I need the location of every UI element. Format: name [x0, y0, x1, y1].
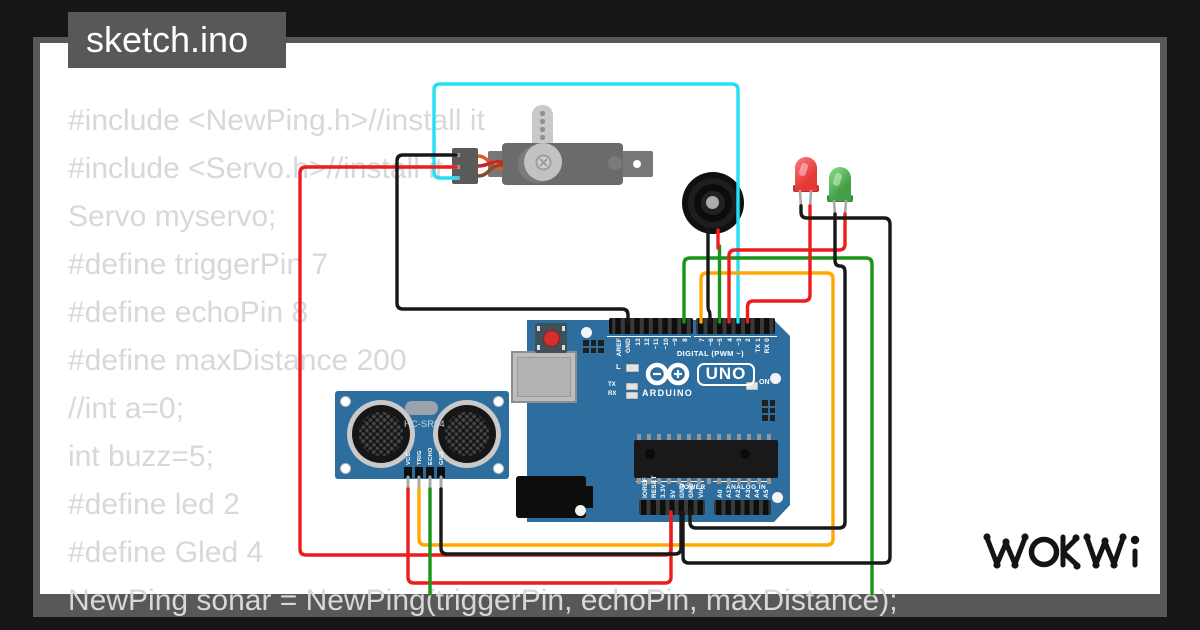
sonar-pin — [415, 467, 423, 478]
wire-servo-signal-cyan[interactable] — [432, 82, 740, 324]
led-l — [626, 364, 639, 372]
code-line: int buzz=5; — [68, 440, 214, 473]
chip-dimple — [740, 449, 750, 459]
led-tx-label: TX — [608, 382, 616, 388]
code-line: #define maxDistance 200 — [68, 344, 407, 377]
sketch-filename-tab: sketch.ino — [68, 12, 286, 68]
code-line: #define led 2 — [68, 488, 240, 521]
code-line: NewPing sonar = NewPing(triggerPin, echo… — [68, 584, 898, 617]
wire-echo-green-right[interactable] — [682, 256, 874, 596]
mounting-hole — [575, 505, 586, 516]
silk-line — [607, 336, 691, 338]
reset-button — [535, 323, 567, 353]
led-rx-label: RX — [608, 391, 617, 397]
led-rx — [626, 392, 638, 399]
wokwi-logo — [983, 533, 1140, 570]
mounting-hole — [581, 327, 592, 338]
chip-legs — [637, 434, 775, 440]
arduino-brand-label: ARDUINO — [642, 388, 694, 398]
chip-dimple — [645, 449, 655, 459]
sonar-hole — [493, 463, 504, 474]
sonar-hole — [340, 463, 351, 474]
code-line: #define Gled 4 — [68, 536, 264, 569]
icsp-header-2 — [762, 400, 775, 421]
led-l-label: L — [616, 362, 621, 371]
servo-cable — [477, 154, 504, 178]
analog-header — [714, 500, 771, 515]
wire-sensor-gnd-black[interactable] — [439, 487, 683, 556]
code-line: Servo myservo; — [68, 200, 277, 233]
digital-header-right — [696, 318, 775, 334]
buzzer-center — [706, 196, 719, 209]
red-led-body — [795, 157, 817, 191]
sonar-pin — [426, 467, 434, 478]
led-on-label: ON — [759, 379, 770, 386]
mounting-hole — [770, 373, 781, 384]
code-line: #define echoPin 8 — [68, 296, 309, 329]
digital-header-label: DIGITAL (PWM ~) — [676, 349, 744, 358]
frame-right — [1167, 0, 1200, 630]
sonar-model-label: HC-SR04 — [404, 419, 445, 430]
digital-header-left — [609, 318, 693, 334]
led-tx — [626, 383, 638, 390]
icsp-header — [583, 340, 604, 353]
sonar-hole — [340, 396, 351, 407]
wire-redled-red[interactable] — [745, 204, 812, 324]
power-jack — [516, 476, 586, 518]
usb-connector — [511, 351, 577, 403]
green-led-body — [829, 167, 851, 201]
sonar-pin — [437, 467, 445, 478]
servo-screw-icon — [535, 154, 552, 171]
mounting-hole — [772, 492, 783, 503]
frame-bottom — [0, 617, 1200, 630]
atmega-chip — [634, 440, 778, 478]
sonar-pin — [404, 467, 412, 478]
chip-legs — [637, 478, 775, 484]
sonar-hole — [493, 396, 504, 407]
code-line: //int a=0; — [68, 392, 184, 425]
analog-header-label: ANALOG IN — [726, 484, 767, 491]
frame-left — [0, 0, 33, 630]
sonar-crystal — [405, 401, 438, 415]
power-header-label: POWER — [679, 484, 706, 491]
reset-button-cap — [543, 330, 560, 347]
code-line: #define triggerPin 7 — [68, 248, 329, 281]
silk-line — [694, 336, 777, 338]
wire-servo-red[interactable] — [298, 165, 673, 557]
arduino-infinity-icon — [645, 362, 690, 386]
code-preview: #include <NewPing.h>//install it#include… — [68, 97, 898, 625]
wire-vcc-red[interactable] — [406, 487, 673, 585]
wire-redled-black[interactable] — [681, 204, 892, 565]
power-jack-nub — [584, 486, 593, 508]
wire-buzzer-black[interactable] — [706, 228, 712, 324]
wire-greenled-black[interactable] — [688, 212, 847, 530]
uno-model-label: UNO — [697, 363, 755, 386]
wire-trig-orange[interactable] — [417, 271, 835, 547]
wire-greenled-red[interactable] — [727, 212, 847, 324]
wire-servo-black[interactable] — [395, 153, 630, 324]
code-line: #include <NewPing.h>//install it — [68, 104, 485, 137]
